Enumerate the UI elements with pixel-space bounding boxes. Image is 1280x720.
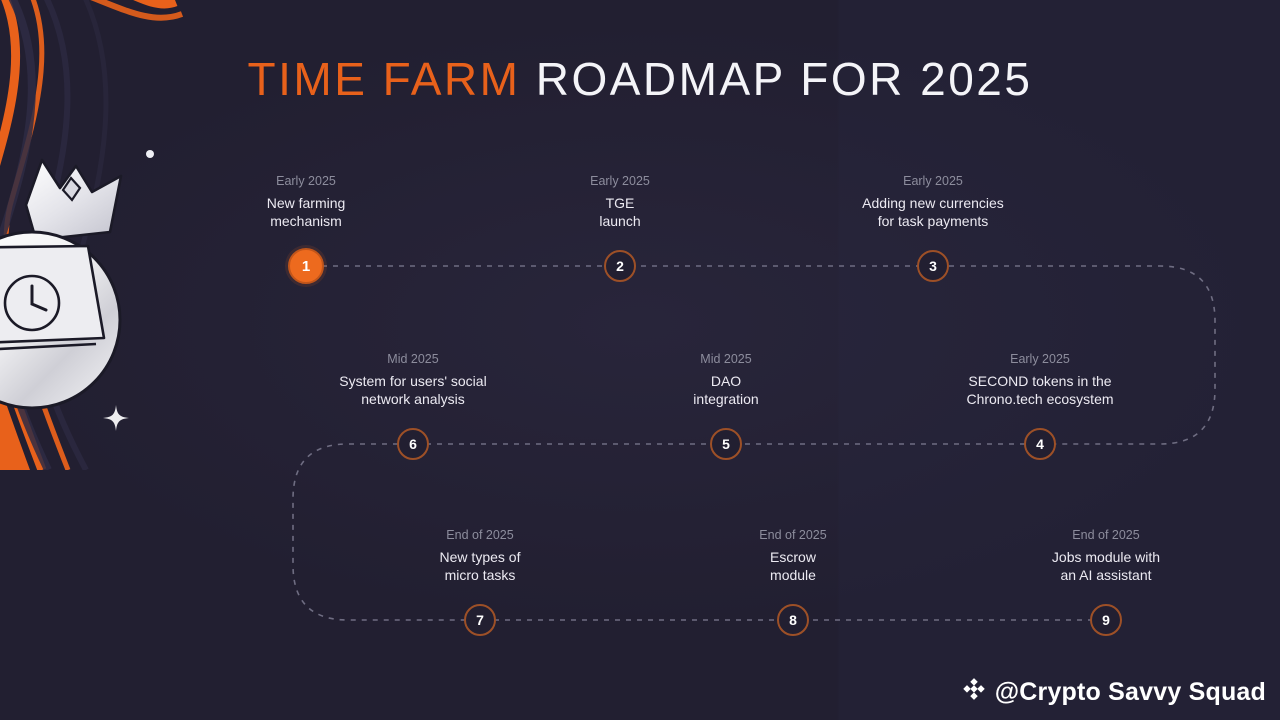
page-title-rest: ROADMAP FOR 2025 — [520, 53, 1033, 105]
milestone-1: Early 2025 New farming mechanism — [206, 174, 406, 230]
milestone-number: 4 — [1036, 436, 1044, 452]
milestone-number: 2 — [616, 258, 624, 274]
milestone-node-9[interactable]: 9 — [1090, 604, 1122, 636]
milestone-number: 6 — [409, 436, 417, 452]
milestone-number: 8 — [789, 612, 797, 628]
milestone-date: End of 2025 — [759, 528, 827, 542]
milestone-label: System for users' social network analysi… — [339, 373, 487, 407]
milestone-number: 1 — [301, 257, 311, 275]
milestone-label: DAO integration — [693, 373, 759, 407]
milestone-node-6[interactable]: 6 — [397, 428, 429, 460]
milestone-date: Early 2025 — [903, 174, 963, 188]
four-point-star-icon — [103, 405, 129, 431]
milestone-node-3[interactable]: 3 — [917, 250, 949, 282]
milestone-date: End of 2025 — [446, 528, 514, 542]
milestone-date: Early 2025 — [276, 174, 336, 188]
page-title-highlight: TIME FARM — [247, 53, 521, 105]
milestone-4: Early 2025 SECOND tokens in the Chrono.t… — [920, 352, 1160, 408]
small-dot — [146, 150, 154, 158]
milestone-2: Early 2025 TGE launch — [520, 174, 720, 230]
milestone-number: 7 — [476, 612, 484, 628]
milestone-date: End of 2025 — [1072, 528, 1140, 542]
milestone-label: Jobs module with an AI assistant — [1051, 549, 1161, 583]
milestone-node-8[interactable]: 8 — [777, 604, 809, 636]
milestone-number: 9 — [1102, 612, 1110, 628]
milestone-5: Mid 2025 DAO integration — [626, 352, 826, 408]
watermark-handle: @Crypto Savvy Squad — [994, 678, 1266, 706]
milestone-label: New types of micro tasks — [439, 549, 521, 583]
milestone-label: Adding new currencies for task payments — [862, 195, 1004, 229]
watermark: @Crypto Savvy Squad — [960, 675, 1266, 710]
time-farm-coin-crown-clock-illustration — [0, 0, 230, 470]
milestone-date: Mid 2025 — [387, 352, 439, 366]
milestone-7: End of 2025 New types of micro tasks — [380, 528, 580, 584]
milestone-node-4[interactable]: 4 — [1024, 428, 1056, 460]
milestone-node-1[interactable]: 1 — [288, 248, 324, 284]
milestone-node-2[interactable]: 2 — [604, 250, 636, 282]
milestone-label: SECOND tokens in the Chrono.tech ecosyst… — [966, 373, 1114, 407]
milestone-3: Early 2025 Adding new currencies for tas… — [813, 174, 1053, 230]
milestone-number: 5 — [722, 436, 730, 452]
binance-diamond-icon — [960, 675, 988, 710]
milestone-8: End of 2025 Escrow module — [693, 528, 893, 584]
milestone-node-5[interactable]: 5 — [710, 428, 742, 460]
milestone-label: TGE launch — [599, 195, 641, 229]
milestone-date: Early 2025 — [590, 174, 650, 188]
milestone-node-7[interactable]: 7 — [464, 604, 496, 636]
milestone-label: New farming mechanism — [266, 195, 346, 229]
milestone-date: Mid 2025 — [700, 352, 752, 366]
milestone-number: 3 — [929, 258, 937, 274]
milestone-date: Early 2025 — [1010, 352, 1070, 366]
page-title: TIME FARM ROADMAP FOR 2025 — [0, 52, 1280, 106]
milestone-label: Escrow module — [770, 549, 816, 583]
milestone-9: End of 2025 Jobs module with an AI assis… — [1006, 528, 1206, 584]
milestone-6: Mid 2025 System for users' social networ… — [293, 352, 533, 408]
